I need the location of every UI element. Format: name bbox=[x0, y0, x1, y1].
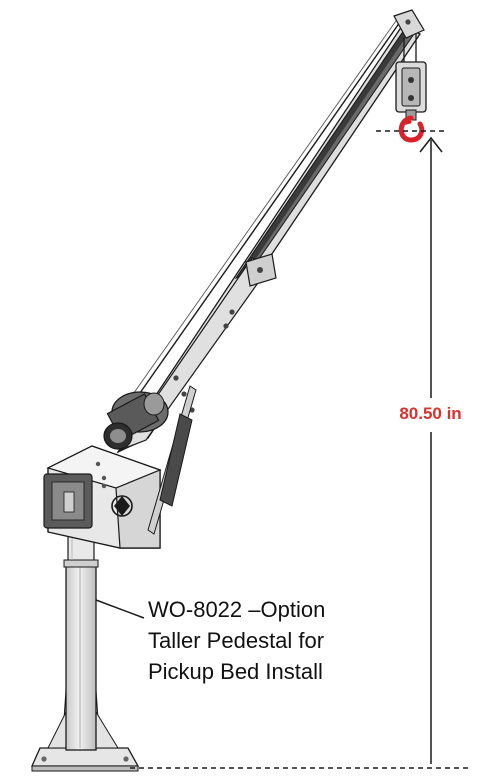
hydraulic-strut bbox=[147, 385, 197, 535]
callout-line-3: Pickup Bed Install bbox=[148, 659, 323, 684]
callout-line-1: WO-8022 –Option bbox=[148, 597, 326, 622]
height-dimension-label: 80.50 in bbox=[399, 404, 462, 423]
hook-block bbox=[395, 34, 427, 143]
callout-line-2: Taller Pedestal for bbox=[148, 628, 325, 653]
height-dimension bbox=[130, 130, 472, 769]
callout-leader bbox=[95, 599, 145, 619]
option-callout: WO-8022 –Option Taller Pedestal for Pick… bbox=[148, 594, 325, 687]
logo-mark bbox=[111, 495, 133, 517]
hook-icon bbox=[398, 115, 425, 143]
mast-housing bbox=[43, 445, 162, 549]
winch-motor bbox=[103, 391, 169, 450]
pedestal-post bbox=[63, 529, 99, 751]
boom-arm bbox=[111, 9, 425, 454]
